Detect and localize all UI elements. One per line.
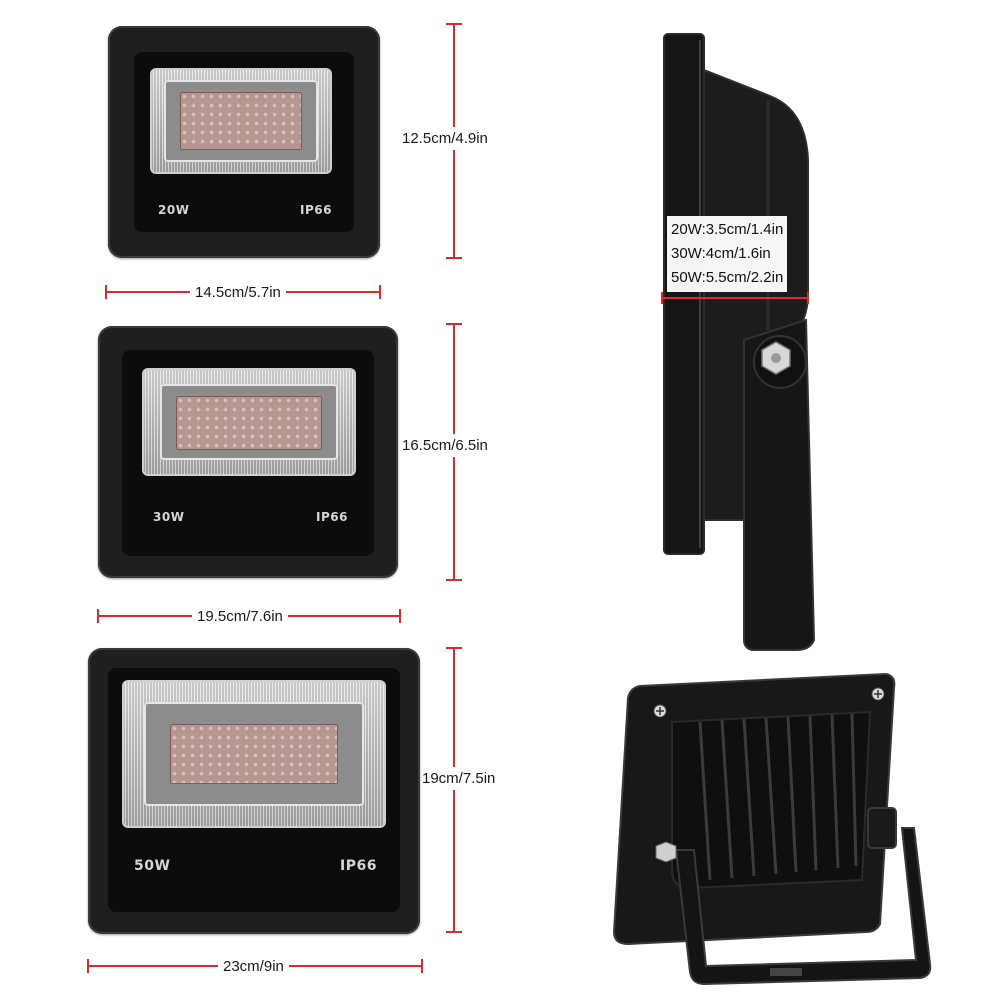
width-label-50w: 23cm/9in [218, 959, 289, 974]
height-label-30w: 16.5cm/6.5in [402, 434, 488, 457]
led-array [170, 724, 338, 784]
depth-spec-20w: 20W:3.5cm/1.4in [671, 221, 784, 238]
height-label-20w: 12.5cm/4.9in [402, 127, 488, 150]
rating-label: IP66 [300, 203, 332, 217]
led-array [180, 92, 302, 150]
rating-label: IP66 [340, 858, 377, 874]
lamp-20w-front: 20W IP66 [108, 26, 380, 258]
height-label-50w: 19cm/7.5in [422, 767, 496, 790]
power-label: 30W [153, 510, 185, 524]
depth-spec-30w: 30W:4cm/1.6in [671, 245, 771, 262]
power-label: 20W [158, 203, 190, 217]
led-array [176, 396, 322, 450]
depth-spec-list: 20W:3.5cm/1.4in 30W:4cm/1.6in 50W:5.5cm/… [667, 216, 788, 292]
rating-label: IP66 [316, 510, 348, 524]
depth-spec-50w: 50W:5.5cm/2.2in [671, 269, 784, 286]
width-label-30w: 19.5cm/7.6in [192, 609, 288, 624]
width-label-20w: 14.5cm/5.7in [190, 285, 286, 300]
power-label: 50W [134, 858, 171, 874]
lamp-30w-front: 30W IP66 [98, 326, 398, 578]
lamp-50w-front: 50W IP66 [88, 648, 420, 934]
